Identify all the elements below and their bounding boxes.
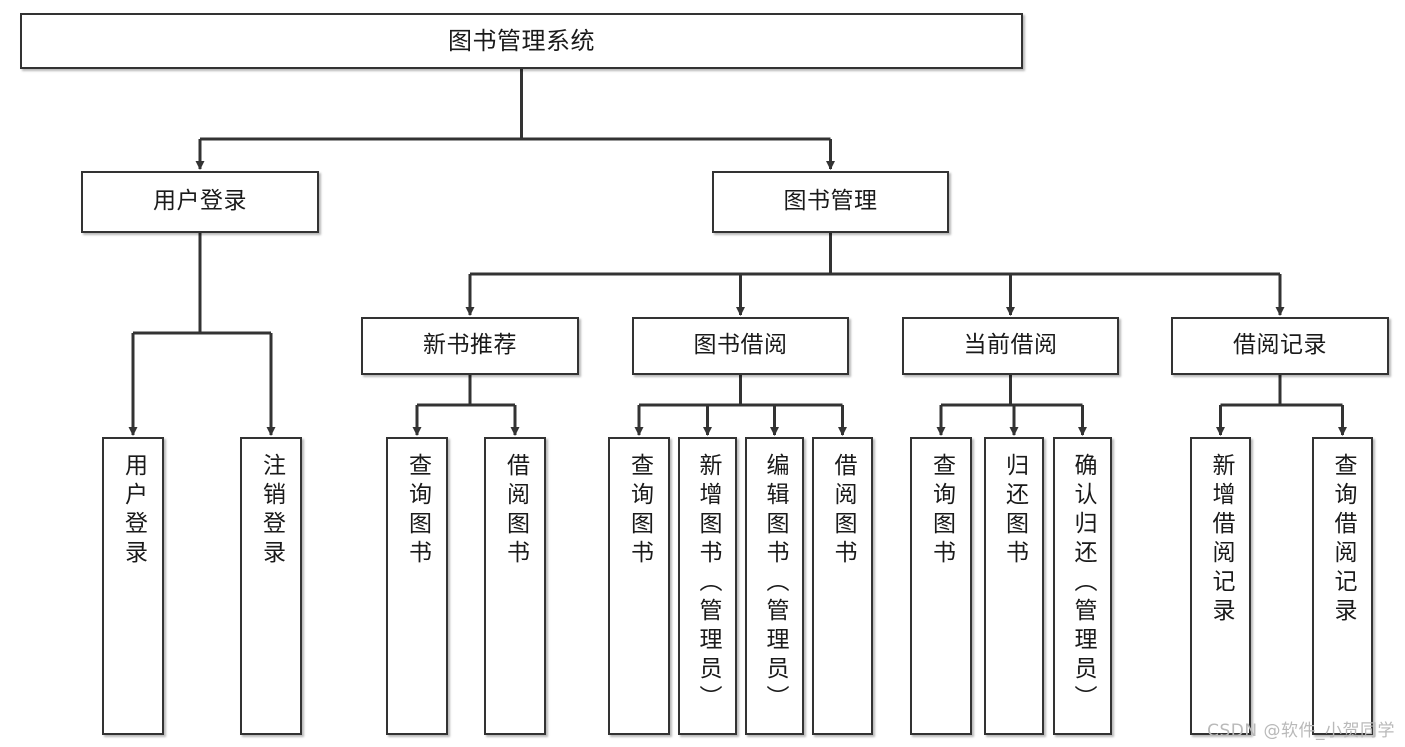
node-user-login[interactable]: 用户登录 bbox=[81, 171, 319, 233]
watermark: CSDN @软件_小贺同学 bbox=[1207, 721, 1395, 741]
node-leaf-user-login[interactable]: 用户登录 bbox=[102, 437, 164, 735]
node-leaf-query-book-current[interactable]: 查询图书 bbox=[910, 437, 972, 735]
node-leaf-query-book-rec[interactable]: 查询图书 bbox=[386, 437, 448, 735]
node-leaf-borrow-book[interactable]: 借阅图书 bbox=[812, 437, 873, 735]
node-leaf-borrow-book-rec-label: 借阅图书 bbox=[502, 453, 529, 569]
node-root[interactable]: 图书管理系统 bbox=[20, 13, 1023, 69]
node-book-manage[interactable]: 图书管理 bbox=[712, 171, 949, 233]
node-leaf-confirm-return[interactable]: 确认归还（管理员） bbox=[1053, 437, 1112, 735]
node-leaf-user-logout[interactable]: 注销登录 bbox=[240, 437, 302, 735]
node-current-borrow[interactable]: 当前借阅 bbox=[902, 317, 1119, 375]
node-new-book-rec[interactable]: 新书推荐 bbox=[361, 317, 579, 375]
node-book-manage-label: 图书管理 bbox=[783, 188, 878, 215]
node-leaf-edit-book-label: 编辑图书（管理员） bbox=[762, 453, 788, 714]
node-leaf-confirm-return-label: 确认归还（管理员） bbox=[1070, 453, 1096, 714]
node-current-borrow-label: 当前借阅 bbox=[963, 332, 1058, 359]
node-borrow-record[interactable]: 借阅记录 bbox=[1171, 317, 1389, 375]
node-leaf-borrow-book-label: 借阅图书 bbox=[830, 453, 856, 569]
node-borrow-record-label: 借阅记录 bbox=[1233, 332, 1327, 359]
node-leaf-borrow-book-rec[interactable]: 借阅图书 bbox=[484, 437, 546, 735]
node-leaf-edit-book[interactable]: 编辑图书（管理员） bbox=[745, 437, 804, 735]
node-book-borrow[interactable]: 图书借阅 bbox=[632, 317, 849, 375]
node-new-book-rec-label: 新书推荐 bbox=[423, 332, 517, 359]
node-leaf-return-book-label: 归还图书 bbox=[1001, 453, 1028, 569]
node-leaf-return-book[interactable]: 归还图书 bbox=[984, 437, 1044, 735]
node-leaf-add-book[interactable]: 新增图书（管理员） bbox=[678, 437, 737, 735]
node-leaf-add-book-label: 新增图书（管理员） bbox=[695, 453, 721, 714]
node-user-login-label: 用户登录 bbox=[153, 188, 247, 215]
node-leaf-user-login-label: 用户登录 bbox=[120, 453, 147, 569]
node-leaf-query-book-borrow-label: 查询图书 bbox=[626, 453, 653, 569]
node-leaf-query-book-rec-label: 查询图书 bbox=[404, 453, 431, 569]
node-leaf-query-book-current-label: 查询图书 bbox=[928, 453, 955, 569]
node-leaf-add-record[interactable]: 新增借阅记录 bbox=[1190, 437, 1251, 735]
node-leaf-query-record-label: 查询借阅记录 bbox=[1330, 453, 1356, 627]
node-leaf-query-record[interactable]: 查询借阅记录 bbox=[1312, 437, 1373, 735]
node-leaf-add-record-label: 新增借阅记录 bbox=[1208, 453, 1234, 627]
node-root-label: 图书管理系统 bbox=[448, 26, 595, 55]
node-book-borrow-label: 图书借阅 bbox=[693, 332, 788, 359]
node-leaf-query-book-borrow[interactable]: 查询图书 bbox=[608, 437, 670, 735]
node-leaf-user-logout-label: 注销登录 bbox=[258, 453, 285, 569]
